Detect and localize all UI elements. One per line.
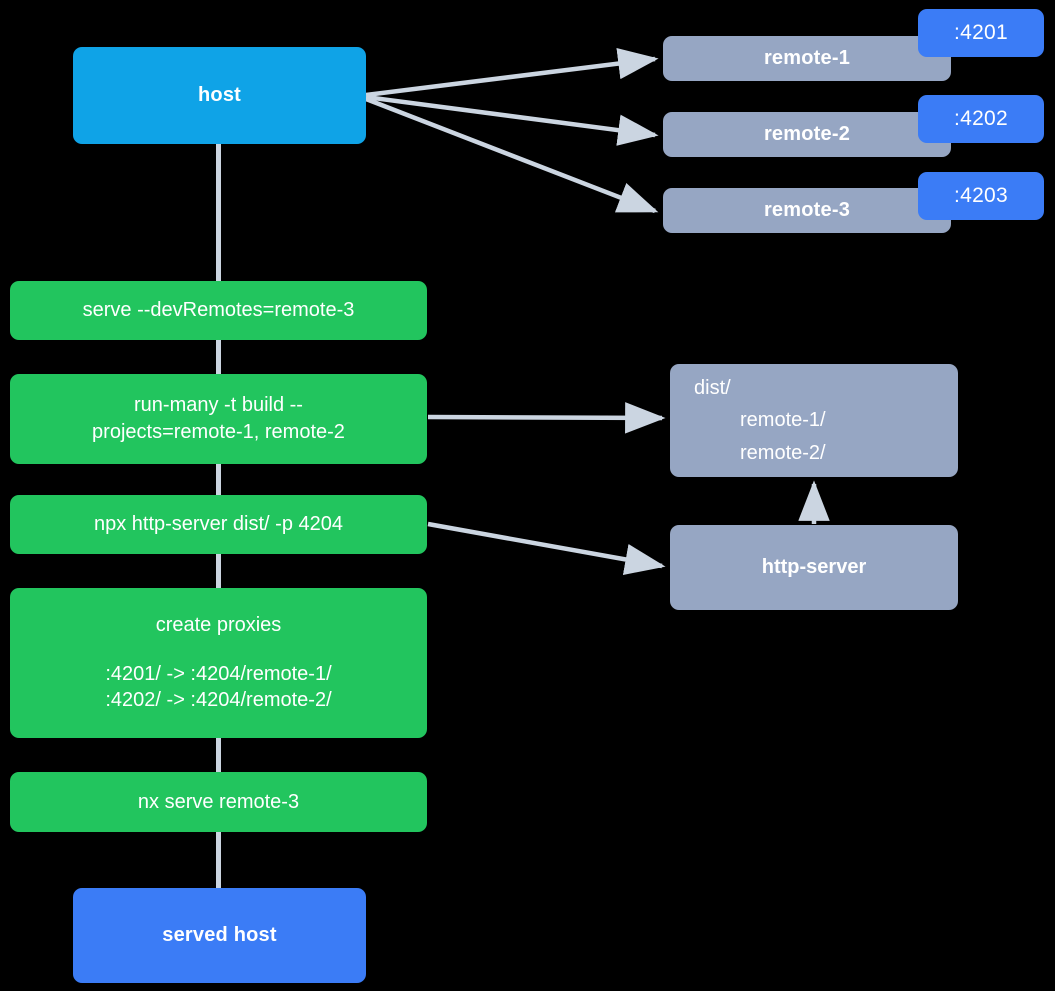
- port-badge-remote-2-label: :4202: [953, 107, 1009, 130]
- port-badge-remote-1[interactable]: :4201: [918, 9, 1044, 57]
- node-dist[interactable]: dist/ remote-1/ remote-2/: [670, 364, 958, 477]
- node-served-host-label: served host: [162, 924, 277, 947]
- node-nx-serve-remote-3[interactable]: nx serve remote-3: [10, 772, 427, 832]
- node-create-proxies-mappings: :4201/ -> :4204/remote-1/ :4202/ -> :420…: [105, 662, 332, 712]
- edge-host-to-remote-3: [365, 96, 659, 214]
- node-host[interactable]: host: [73, 47, 366, 144]
- edge-host-to-remote-2: [365, 94, 659, 146]
- node-serve-dev-remotes[interactable]: serve --devRemotes=remote-3: [10, 281, 427, 340]
- node-run-many-label: run-many -t build -- projects=remote-1, …: [92, 394, 345, 443]
- node-npx-http-server[interactable]: npx http-server dist/ -p 4204: [10, 495, 427, 554]
- edge-run-many-to-dist: [427, 402, 666, 434]
- port-badge-remote-3-label: :4203: [953, 184, 1009, 207]
- port-badge-remote-1-label: :4201: [953, 21, 1009, 44]
- node-host-label: host: [197, 84, 242, 107]
- node-remote-3-label: remote-3: [763, 199, 851, 222]
- node-run-many[interactable]: run-many -t build -- projects=remote-1, …: [10, 374, 427, 464]
- node-dist-root: dist/: [694, 376, 731, 399]
- node-remote-1[interactable]: remote-1: [663, 36, 951, 81]
- node-remote-2[interactable]: remote-2: [663, 112, 951, 157]
- node-serve-dev-remotes-label: serve --devRemotes=remote-3: [82, 299, 355, 322]
- node-http-server[interactable]: http-server: [670, 525, 958, 610]
- port-badge-remote-3[interactable]: :4203: [918, 172, 1044, 220]
- node-remote-2-label: remote-2: [763, 123, 851, 146]
- port-badge-remote-2[interactable]: :4202: [918, 95, 1044, 143]
- node-create-proxies-title: create proxies: [155, 613, 282, 636]
- node-remote-3[interactable]: remote-3: [663, 188, 951, 233]
- edge-host-to-remote-1: [365, 47, 659, 98]
- node-remote-1-label: remote-1: [763, 47, 851, 70]
- node-served-host[interactable]: served host: [73, 888, 366, 983]
- node-nx-serve-remote-3-label: nx serve remote-3: [137, 790, 300, 813]
- node-dist-children: remote-1/ remote-2/: [740, 409, 826, 464]
- node-http-server-label: http-server: [761, 556, 867, 579]
- node-npx-http-server-label: npx http-server dist/ -p 4204: [93, 513, 343, 536]
- edge-npx-to-http-server: [427, 521, 666, 575]
- node-create-proxies[interactable]: create proxies :4201/ -> :4204/remote-1/…: [10, 588, 427, 738]
